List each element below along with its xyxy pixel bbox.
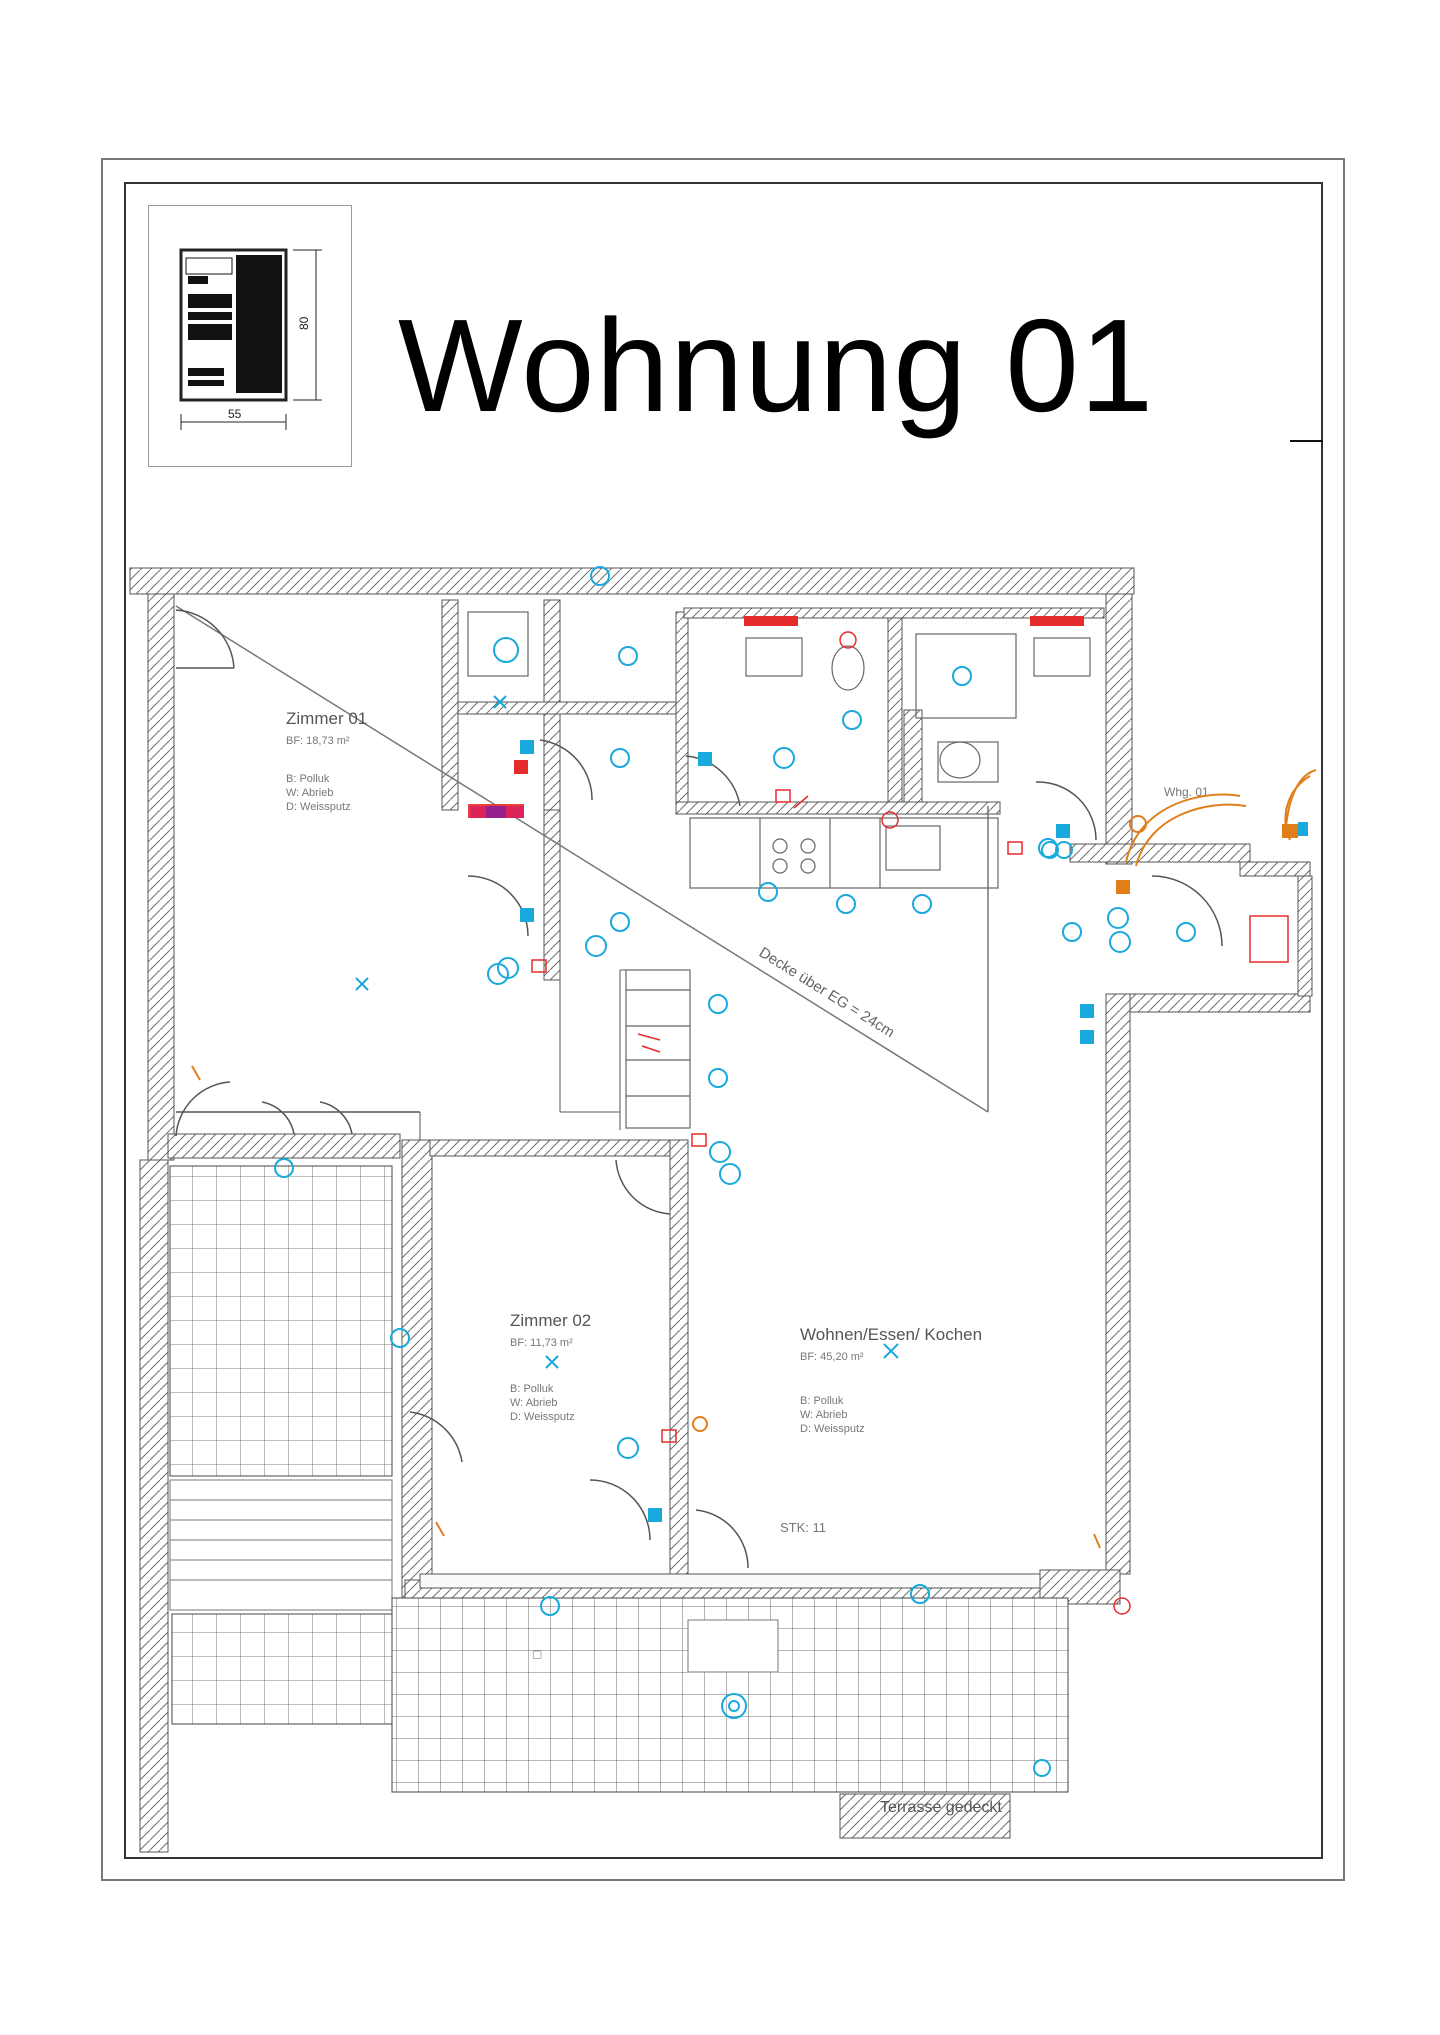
sheet-border-outer xyxy=(101,158,1345,1881)
room-wohnen-ceiling: D: Weissputz xyxy=(800,1423,865,1435)
legend-width-label: 55 xyxy=(228,407,242,421)
balcony-tiles xyxy=(169,1165,393,1477)
legend-height-label: 80 xyxy=(297,316,311,330)
orange-fill-symbols xyxy=(1116,824,1298,894)
sheet-border-inner xyxy=(124,182,1323,1859)
room-zimmer01-wall: W: Abrieb xyxy=(286,787,334,799)
room-zimmer02-wall: W: Abrieb xyxy=(510,1397,558,1409)
room-zimmer02-name: Zimmer 02 xyxy=(510,1311,591,1330)
room-zimmer01: Zimmer 01 BF: 18,73 m² B: Polluk W: Abri… xyxy=(286,709,367,813)
room-wohnen-floor: B: Polluk xyxy=(800,1395,844,1407)
electrical-symbols xyxy=(274,566,1196,1777)
whg-note: Whg. 01 xyxy=(1164,785,1209,799)
room-wohnen-name: Wohnen/Essen/ Kochen xyxy=(800,1325,982,1344)
stk-note: STK: 11 xyxy=(780,1520,826,1535)
room-zimmer01-ceiling: D: Weissputz xyxy=(286,801,351,813)
legend-diagram: 80 55 xyxy=(179,248,322,430)
light-points xyxy=(355,695,899,1369)
svg-text:▢: ▢ xyxy=(531,1650,543,1660)
electrical-outlets xyxy=(520,740,1308,1522)
ceiling-note: Decke über EG = 24cm xyxy=(756,944,898,1041)
red-outline-symbols xyxy=(531,631,1289,1615)
door-swings xyxy=(175,609,1223,1569)
room-zimmer02-floor: B: Polluk xyxy=(510,1383,554,1395)
terrace-note: Terrasse gedeckt xyxy=(880,1799,1002,1816)
room-zimmer02-ceiling: D: Weissputz xyxy=(510,1411,575,1423)
room-zimmer02-area: BF: 11,73 m² xyxy=(510,1337,573,1349)
room-wohnen: Wohnen/Essen/ Kochen BF: 45,20 m² B: Pol… xyxy=(800,1325,982,1435)
walls xyxy=(129,567,1313,1853)
bathroom-fixtures xyxy=(467,611,1091,783)
room-zimmer01-area: BF: 18,73 m² xyxy=(286,735,350,747)
room-wohnen-area: BF: 45,20 m² xyxy=(800,1351,864,1363)
room-zimmer01-name: Zimmer 01 xyxy=(286,709,367,728)
room-zimmer02: Zimmer 02 BF: 11,73 m² B: Polluk W: Abri… xyxy=(510,1311,591,1423)
kitchen-counter xyxy=(689,817,999,889)
room-zimmer01-floor: B: Polluk xyxy=(286,773,330,785)
room-wohnen-wall: W: Abrieb xyxy=(800,1409,848,1421)
stairs xyxy=(625,969,691,1129)
page-title: Wohnung 01 xyxy=(398,292,1155,439)
legend-box xyxy=(148,205,352,467)
